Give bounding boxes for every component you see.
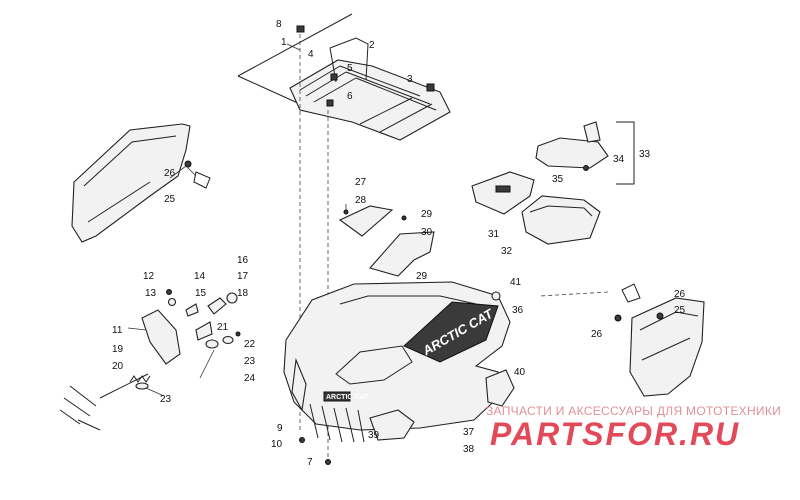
part-label-11: 11 — [112, 325, 123, 336]
part-label-5: 5 — [347, 63, 353, 74]
part-label-41: 41 — [510, 277, 522, 288]
part-label-26-right-bottom: 26 — [591, 329, 603, 340]
part-label-32: 32 — [501, 246, 513, 257]
part-label-34: 34 — [613, 154, 625, 165]
part-label-3: 3 — [407, 74, 413, 85]
part-label-13: 13 — [145, 288, 157, 299]
part-label-26-right-top: 26 — [674, 289, 686, 300]
storage-lid — [535, 137, 609, 169]
part-label-26-left: 26 — [164, 168, 176, 179]
side-decal — [403, 301, 499, 363]
part-label-25-right: 25 — [674, 305, 686, 316]
part-label-16: 16 — [237, 255, 249, 266]
part-label-23-bottom: 23 — [160, 394, 172, 405]
part-label-8: 8 — [276, 19, 282, 30]
front-body: ARCTIC CAT ARCTIC CAT — [283, 281, 609, 465]
storage-box-32 — [521, 195, 601, 245]
part-label-39: 39 — [368, 430, 380, 441]
left-side-panel — [71, 123, 211, 243]
watermark-tagline: ЗАПЧАСТИ И АКСЕССУАРЫ ДЛЯ МОТОТЕХНИКИ — [486, 404, 782, 418]
part-label-20: 20 — [112, 361, 124, 372]
fastener-3 — [426, 83, 435, 92]
part-label-7: 7 — [307, 457, 313, 468]
right-panel-body — [629, 297, 705, 397]
part-label-10: 10 — [271, 439, 283, 450]
pad-28 — [338, 205, 394, 237]
left-panel-body — [71, 123, 191, 243]
fastener-5 — [330, 73, 338, 81]
part-label-30: 30 — [421, 227, 433, 238]
part-label-40: 40 — [514, 367, 526, 378]
part-label-18: 18 — [237, 288, 249, 299]
watermark-brand: PARTSFOR.RU — [490, 416, 741, 452]
part-label-21: 21 — [217, 322, 229, 333]
front-badge — [323, 391, 351, 402]
fastener-6 — [326, 99, 334, 107]
lamp-bracket — [141, 309, 181, 365]
part-label-19: 19 — [112, 344, 124, 355]
part-label-28: 28 — [355, 195, 367, 206]
lamp-assembly — [59, 289, 241, 431]
part-label-1: 1 — [281, 37, 287, 48]
part-label-2: 2 — [369, 40, 375, 51]
part-label-38: 38 — [463, 444, 475, 455]
part-label-36: 36 — [512, 305, 524, 316]
part-label-9: 9 — [277, 423, 283, 434]
part-label-17: 17 — [237, 271, 249, 282]
part-label-31: 31 — [488, 229, 500, 240]
part-label-14: 14 — [194, 271, 206, 282]
storage-group — [471, 121, 635, 245]
cover-30 — [369, 231, 435, 277]
part-label-15: 15 — [195, 288, 207, 299]
part-label-29-top: 29 — [421, 209, 433, 220]
center-panels — [338, 204, 435, 277]
part-label-27: 27 — [355, 177, 367, 188]
part-label-29-bottom: 29 — [416, 271, 428, 282]
part-label-22: 22 — [244, 339, 256, 350]
part-labels: 8 1 2 4 5 3 6 27 28 29 30 29 26 25 33 34… — [112, 19, 686, 468]
part-label-24: 24 — [244, 373, 256, 384]
part-label-33: 33 — [639, 149, 651, 160]
rack-frame — [289, 59, 451, 141]
part-label-12: 12 — [143, 271, 155, 282]
right-side-panel — [614, 283, 705, 397]
part-label-23-right: 23 — [244, 356, 256, 367]
part-label-4: 4 — [308, 49, 314, 60]
part-label-35: 35 — [552, 174, 564, 185]
box-lid-31 — [471, 171, 535, 215]
part-label-37: 37 — [463, 427, 475, 438]
part-label-6: 6 — [347, 91, 353, 102]
rear-rack-assembly — [237, 13, 451, 460]
clip-26-left — [184, 160, 192, 168]
badge-text: ARCTIC CAT — [326, 394, 369, 401]
bolt-8 — [296, 25, 305, 33]
part-label-25-left: 25 — [164, 194, 176, 205]
